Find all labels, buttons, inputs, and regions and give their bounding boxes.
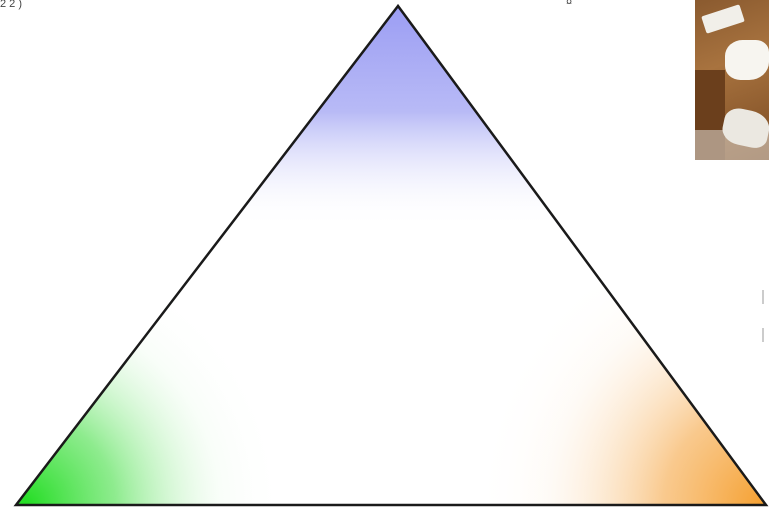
cropped-marks-right-edge	[762, 290, 769, 390]
crumpled-paper-photo	[695, 0, 769, 160]
